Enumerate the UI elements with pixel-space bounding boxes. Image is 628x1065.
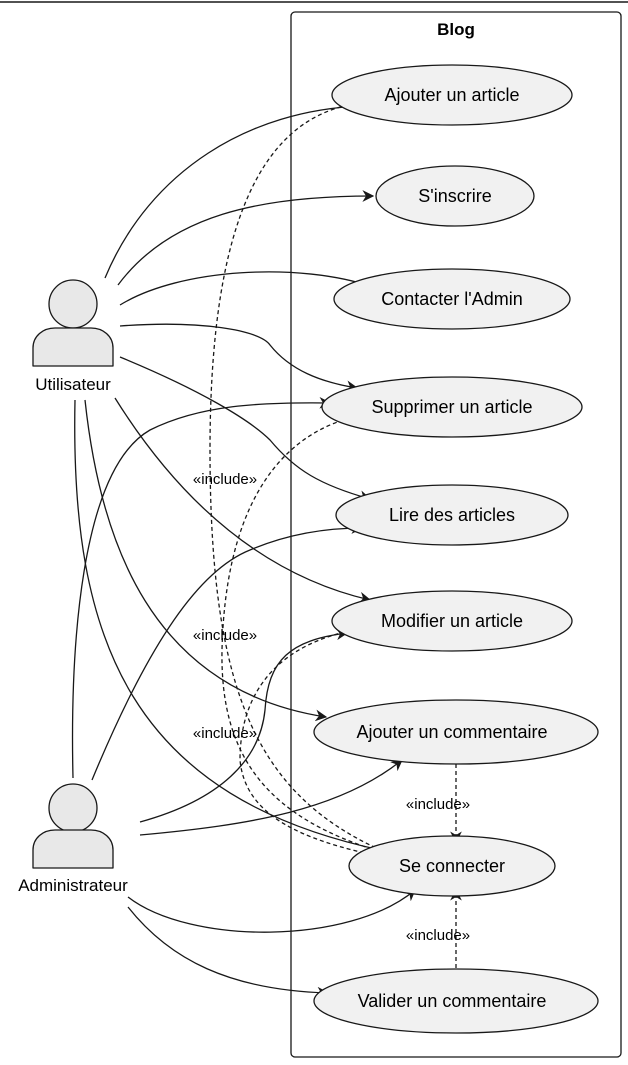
assoc-admin-read-articles xyxy=(91,522,364,781)
use-cases: Ajouter un article S'inscrire Contacter … xyxy=(313,64,599,1034)
usecase-read-articles[interactable]: Lire des articles xyxy=(335,484,569,546)
usecase-label: S'inscrire xyxy=(418,186,491,206)
include-add-article-login xyxy=(209,102,394,857)
include-label-edit: «include» xyxy=(193,725,257,742)
assoc-admin-validate-comment xyxy=(127,906,330,999)
include-delete-article-login xyxy=(221,417,390,857)
usecase-label: Modifier un article xyxy=(381,611,523,631)
actor-label-utilisateur: Utilisateur xyxy=(35,375,111,394)
include-label-delete: «include» xyxy=(193,471,257,488)
actor-administrateur[interactable]: Administrateur xyxy=(18,783,128,895)
usecase-signup[interactable]: S'inscrire xyxy=(375,165,535,227)
assoc-admin-add-comment xyxy=(139,759,403,836)
usecase-label: Valider un commentaire xyxy=(358,991,547,1011)
include-dependencies xyxy=(209,102,462,968)
assoc-user-contact-admin xyxy=(119,271,375,306)
actor-utilisateur[interactable]: Utilisateur xyxy=(32,279,114,394)
person-icon xyxy=(32,279,114,367)
include-label-add-comment: «include» xyxy=(406,796,470,813)
include-label-add-article: «include» xyxy=(193,627,257,644)
include-edit-article-login xyxy=(239,631,385,861)
usecase-contact-admin[interactable]: Contacter l'Admin xyxy=(333,268,571,330)
associations xyxy=(71,100,416,999)
include-label-validate-comment: «include» xyxy=(406,927,470,944)
usecase-label: Lire des articles xyxy=(389,505,515,525)
person-icon xyxy=(32,783,114,869)
usecase-edit-article[interactable]: Modifier un article xyxy=(331,590,573,652)
assoc-user-read-articles xyxy=(119,356,372,502)
assoc-user-login xyxy=(74,399,392,856)
usecase-validate-comment[interactable]: Valider un commentaire xyxy=(313,968,599,1034)
assoc-user-delete-article xyxy=(119,323,359,393)
assoc-user-add-comment xyxy=(84,399,328,722)
usecase-login[interactable]: Se connecter xyxy=(348,835,556,897)
actor-label-administrateur: Administrateur xyxy=(18,876,128,895)
usecase-label: Supprimer un article xyxy=(371,397,532,417)
system-title: Blog xyxy=(437,20,475,39)
assoc-user-signup xyxy=(117,190,375,286)
usecase-label: Se connecter xyxy=(399,856,505,876)
usecase-add-article[interactable]: Ajouter un article xyxy=(331,64,573,126)
usecase-add-comment[interactable]: Ajouter un commentaire xyxy=(313,699,599,765)
assoc-user-add-article xyxy=(104,100,364,279)
assoc-admin-login xyxy=(127,889,416,933)
assoc-admin-delete-article xyxy=(71,397,332,779)
assoc-admin-edit-article xyxy=(139,628,349,823)
usecase-label: Ajouter un commentaire xyxy=(356,722,547,742)
usecase-label: Ajouter un article xyxy=(384,85,519,105)
include-labels: «include» «include» «include» «include» … xyxy=(193,471,470,944)
usecase-label: Contacter l'Admin xyxy=(381,289,523,309)
usecase-delete-article[interactable]: Supprimer un article xyxy=(321,376,583,438)
system-boundary: Blog xyxy=(290,11,622,1058)
